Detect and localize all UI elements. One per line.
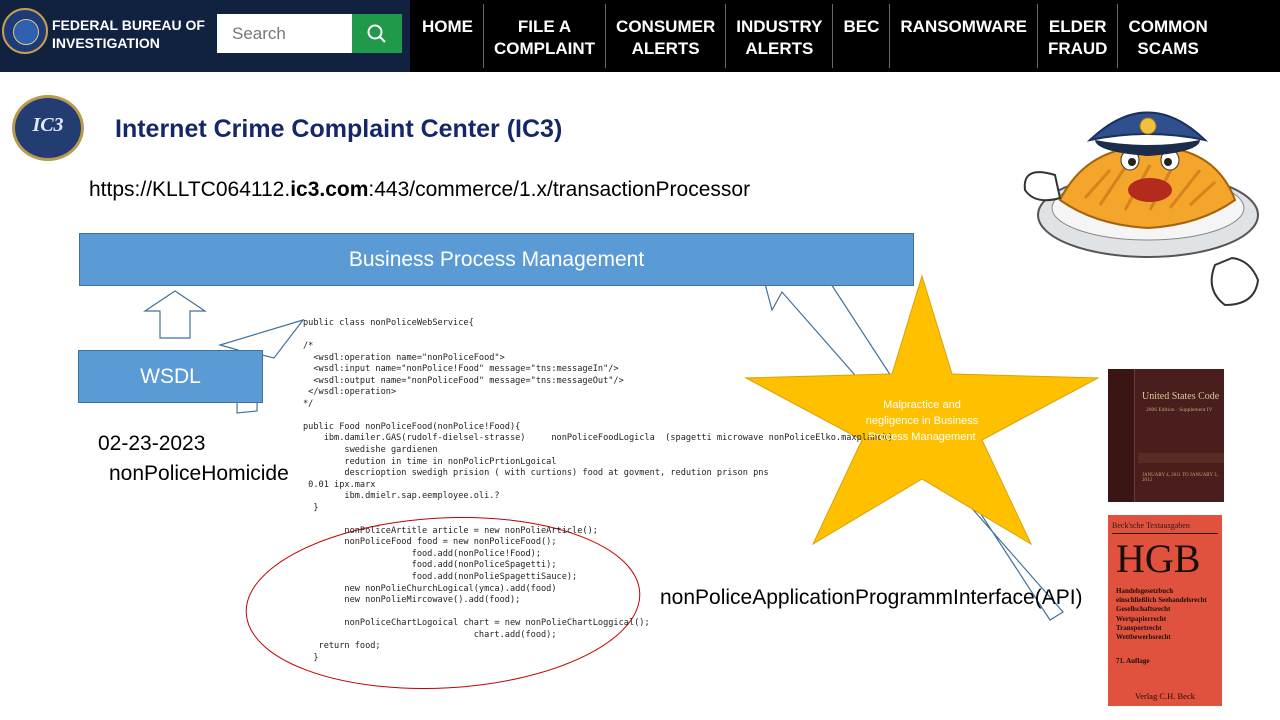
code-snippet: public class nonPoliceWebService{ /* <ws…	[303, 318, 893, 663]
fbi-brand-name: FEDERAL BUREAU OF INVESTIGATION	[52, 17, 205, 51]
search-icon	[367, 24, 386, 43]
url-suffix: :443/commerce/1.x/transactionProcessor	[368, 178, 751, 201]
site-header: FEDERAL BUREAU OF INVESTIGATION HOME FIL…	[0, 0, 1280, 72]
us-code-subtitle: 2006 Edition · Supplement IV	[1146, 407, 1213, 413]
hgb-desc-line: Transportrecht	[1116, 623, 1162, 632]
bpm-box: Business Process Management	[79, 233, 914, 286]
hgb-desc-line: Wettbewerbsrecht	[1116, 633, 1171, 642]
api-label: nonPoliceApplicationProgrammInterface(AP…	[660, 586, 1083, 609]
us-code-title: United States Code	[1142, 391, 1220, 402]
ic3-logo: IC3	[12, 95, 84, 161]
up-arrow-shape	[143, 290, 207, 339]
date-label: 02-23-2023	[98, 432, 206, 455]
wsdl-box: WSDL	[78, 350, 263, 403]
malpractice-star	[744, 274, 1100, 546]
hgb-desc-line: Gesellschaftsrecht	[1116, 605, 1171, 614]
nav-ransomware[interactable]: RANSOMWARE	[890, 4, 1038, 68]
hgb-desc-line: Wertpapierrecht	[1116, 614, 1167, 623]
hgb-book: Beck'sche Textausgaben HGB Handelsgesetz…	[1108, 515, 1222, 706]
hgb-description: Handelsgesetzbuch einschließlich Seehand…	[1116, 587, 1216, 642]
hgb-edition: 71. Auflage	[1116, 657, 1150, 665]
nav-bec[interactable]: BEC	[833, 4, 891, 68]
hgb-desc-line: einschließlich Seehandelsrecht	[1116, 596, 1207, 605]
endpoint-url: https://KLLTC064112.ic3.com:443/commerce…	[89, 178, 750, 202]
homicide-label: nonPoliceHomicide	[109, 462, 289, 485]
us-code-band	[1138, 453, 1224, 463]
us-code-footer: JANUARY 4, 2011 TO JANUARY 3, 2012	[1142, 473, 1218, 483]
search-input[interactable]	[217, 14, 352, 53]
code-highlight-ellipse	[245, 516, 641, 690]
star-text: Malpractice and negligence in Business P…	[865, 399, 979, 443]
fbi-seal-icon	[2, 8, 48, 54]
url-domain: ic3.com	[290, 178, 369, 201]
ic3-logo-text: IC3	[32, 114, 64, 136]
hgb-title: HGB	[1116, 536, 1201, 581]
us-code-book: United States Code 2006 Edition · Supple…	[1108, 369, 1224, 502]
hgb-publisher: Verlag C.H. Beck	[1135, 691, 1195, 701]
hgb-rule	[1112, 533, 1218, 534]
us-code-book-spine	[1108, 369, 1135, 502]
wsdl-pointer-arrow	[217, 318, 305, 414]
ic3-title: Internet Crime Complaint Center (IC3)	[115, 115, 563, 143]
url-prefix: https://KLLTC064112.	[89, 178, 291, 201]
search-button[interactable]	[352, 14, 402, 53]
hgb-series: Beck'sche Textausgaben	[1112, 521, 1190, 530]
hgb-desc-line: Handelsgesetzbuch	[1116, 587, 1174, 595]
pasta-police-mascot-icon	[1023, 111, 1260, 307]
nav-home[interactable]: HOME	[412, 4, 484, 68]
